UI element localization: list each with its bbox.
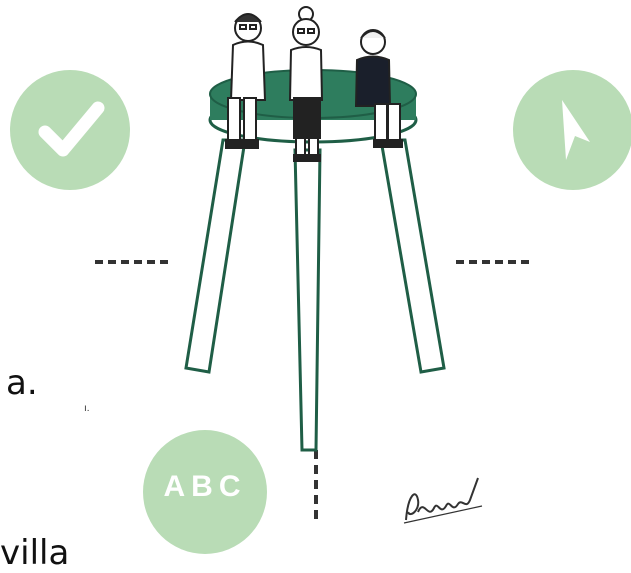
stool-legs bbox=[186, 140, 444, 450]
text-fragment-line2: villa bbox=[0, 536, 69, 570]
small-mark: ı. bbox=[84, 403, 90, 414]
person-woman bbox=[290, 7, 322, 161]
cursor-badge bbox=[513, 70, 631, 190]
abc-label: ABC bbox=[150, 470, 260, 504]
signature-icon bbox=[406, 478, 478, 520]
left-leg bbox=[186, 140, 245, 372]
text-fragment-line1: a. bbox=[6, 366, 38, 400]
middle-leg bbox=[295, 150, 320, 450]
check-badge bbox=[10, 70, 130, 190]
right-leg bbox=[381, 140, 444, 372]
